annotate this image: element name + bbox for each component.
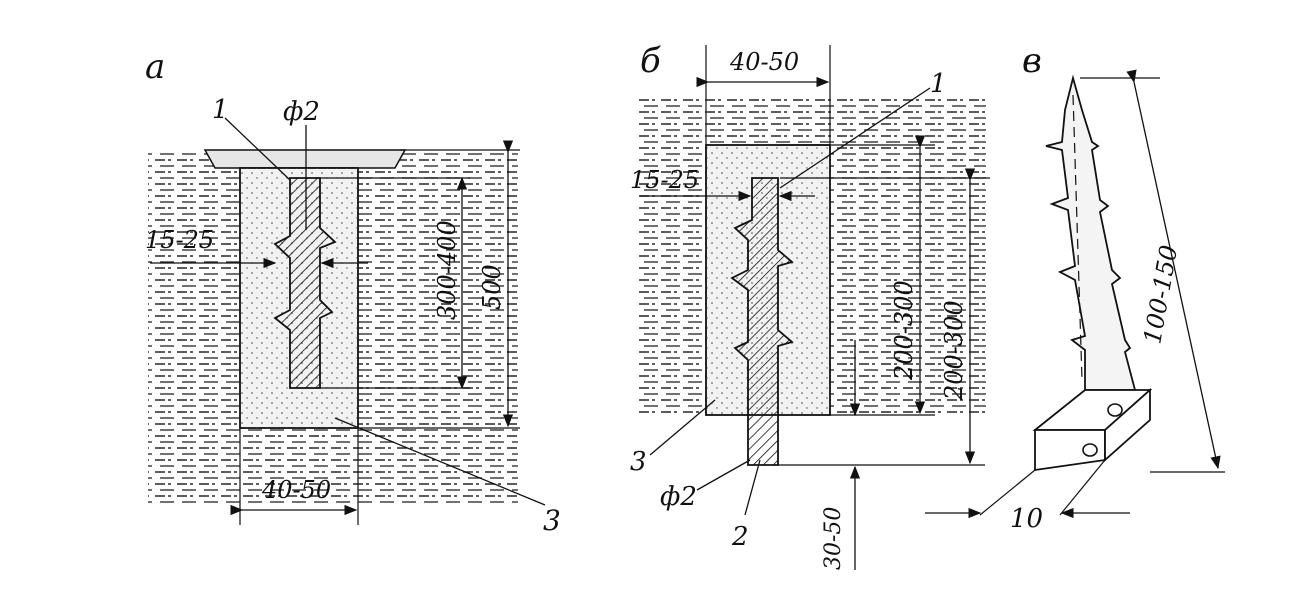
panel-c-letter: в bbox=[1022, 41, 1042, 81]
width-dimension: 40-50 bbox=[729, 48, 799, 76]
anchor-rod bbox=[730, 177, 794, 466]
offset-dimension: 30-50 bbox=[821, 507, 846, 570]
block-front bbox=[1034, 429, 1106, 472]
diameter-label: ф2 bbox=[660, 482, 697, 512]
base-dimension: 10 bbox=[1010, 504, 1043, 534]
panel-c: в 100-150 10 bbox=[925, 41, 1225, 534]
panel-a-letter: а bbox=[145, 47, 165, 87]
width-dimension: 40-50 bbox=[261, 476, 331, 504]
callout-3: 3 bbox=[543, 504, 561, 537]
gap-dimension: 15-25 bbox=[630, 166, 699, 194]
length-dimension-b: 200-300 bbox=[940, 300, 968, 401]
length-dimension-a: 200-300 bbox=[890, 280, 918, 381]
length-dimension: 100-150 bbox=[1138, 243, 1183, 346]
mortar-cap bbox=[203, 149, 407, 169]
callout-2: 2 bbox=[731, 522, 749, 552]
insert-length-dimension: 300-400 bbox=[433, 220, 461, 320]
total-length-dimension: 500 bbox=[478, 264, 506, 310]
panel-b: б 40-50 1 15-25 200-300 200-300 3 ф2 2 3… bbox=[630, 41, 990, 570]
panel-a: а 1 ф2 15-25 40-50 300-400 500 3 bbox=[145, 47, 561, 537]
callout-1: 1 bbox=[930, 69, 947, 99]
diameter-label: ф2 bbox=[283, 97, 320, 127]
panel-b-letter: б bbox=[640, 41, 661, 81]
block-hole-top bbox=[1107, 403, 1123, 417]
gap-dimension: 15-25 bbox=[145, 226, 214, 254]
callout-1: 1 bbox=[212, 95, 229, 125]
wedge-anchor bbox=[1045, 74, 1137, 391]
callout-3: 3 bbox=[630, 447, 647, 477]
block-hole-front bbox=[1082, 443, 1098, 457]
